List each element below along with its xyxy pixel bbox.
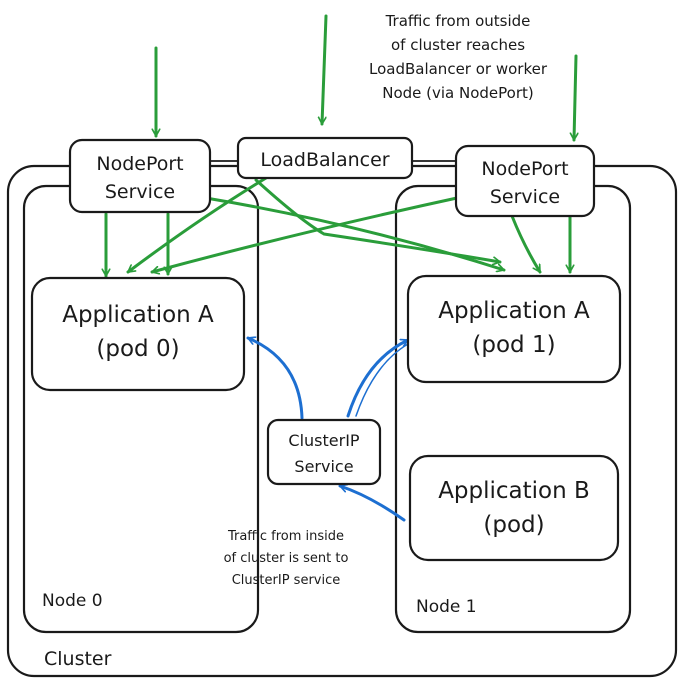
external-arrow-right (574, 54, 576, 142)
cluster-label: Cluster (44, 648, 112, 670)
application-b-pod (408, 454, 620, 562)
clusterip-to-pod1 (346, 338, 410, 418)
application-a-pod-1 (406, 274, 622, 384)
note-inside-line-3: ClusterIP service (232, 573, 341, 588)
external-arrow-lb (322, 14, 328, 126)
app-b-line2: (pod) (483, 512, 544, 538)
nodeport-left-line2: Service (105, 181, 175, 203)
np-left-to-pod1 (204, 196, 506, 270)
clusterip-line1: ClusterIP (288, 431, 360, 450)
lb-to-pod0 (126, 176, 268, 274)
app-a-pod0-line2: (pod 0) (96, 336, 179, 362)
note-outside-line-3: LoadBalancer or worker (369, 60, 548, 78)
clusterip-service (266, 418, 382, 486)
lb-to-pod1 (254, 178, 502, 262)
note-outside-line-2: of cluster reaches (391, 36, 525, 54)
note-outside-line-4: Node (via NodePort) (382, 84, 534, 102)
node-0-label: Node 0 (42, 591, 103, 611)
nodeport-service-left (68, 138, 212, 214)
app-a-pod1-line2: (pod 1) (472, 332, 555, 358)
note-outside-line-1: Traffic from outside (385, 12, 531, 30)
loadbalancer-label: LoadBalancer (260, 149, 389, 171)
note-inside-traffic: Traffic from inside of cluster is sent t… (224, 529, 349, 588)
app-a-pod0-line1: Application A (62, 302, 214, 328)
clusterip-to-pod1-b (355, 343, 409, 417)
np-right-to-pod0 (150, 194, 468, 272)
nodeport-right-line2: Service (490, 186, 560, 208)
note-inside-line-1: Traffic from inside (227, 529, 344, 544)
node-1-boundary (394, 184, 632, 634)
nodeport-service-right (454, 144, 596, 218)
nodeport-right-line1: NodePort (481, 158, 568, 180)
note-outside-traffic: Traffic from outside of cluster reaches … (369, 12, 548, 102)
application-a-pod-0 (30, 276, 246, 392)
appb-to-clusterip (338, 486, 406, 522)
clusterip-line2: Service (294, 457, 353, 476)
app-a-pod1-line1: Application A (438, 298, 590, 324)
clusterip-to-pod0 (246, 338, 304, 420)
np-right-to-pod1-b (510, 214, 542, 274)
app-b-line1: Application B (438, 478, 590, 504)
node-1-label: Node 1 (416, 597, 477, 617)
note-inside-line-2: of cluster is sent to (224, 551, 349, 566)
nodeport-left-line1: NodePort (96, 153, 183, 175)
loadbalancer (236, 136, 414, 180)
